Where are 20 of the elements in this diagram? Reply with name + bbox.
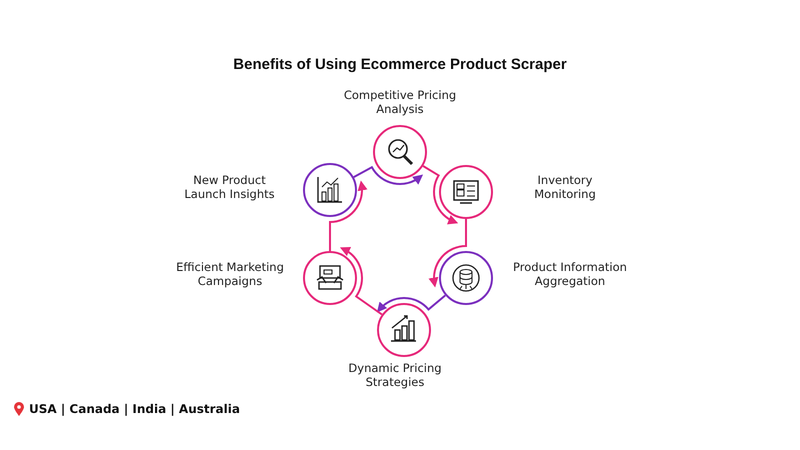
benefit-label: Efficient Marketing Campaigns [175, 261, 285, 289]
benefit-label: Competitive Pricing Analysis [342, 89, 458, 117]
icon-circle [303, 163, 357, 217]
benefit-label: Product Information Aggregation [512, 261, 628, 289]
arrow [376, 294, 446, 312]
benefit-label: Inventory Monitoring [533, 174, 597, 202]
benefit-label: Dynamic Pricing Strategies [347, 362, 443, 390]
title: Benefits of Using Ecommerce Product Scraper [233, 56, 567, 73]
arrow [428, 219, 467, 288]
arrow [340, 247, 382, 316]
icon-circle [377, 303, 431, 357]
icon-circle [303, 251, 357, 305]
arrow [353, 166, 424, 185]
icon-circle [373, 125, 427, 179]
locations-text: USA | Canada | India | Australia [29, 402, 240, 416]
arrow [329, 180, 368, 251]
icon-circle [439, 251, 493, 305]
benefit-label: New Product Launch Insights [183, 174, 276, 202]
arrow [422, 165, 458, 224]
icon-circle [439, 165, 493, 219]
